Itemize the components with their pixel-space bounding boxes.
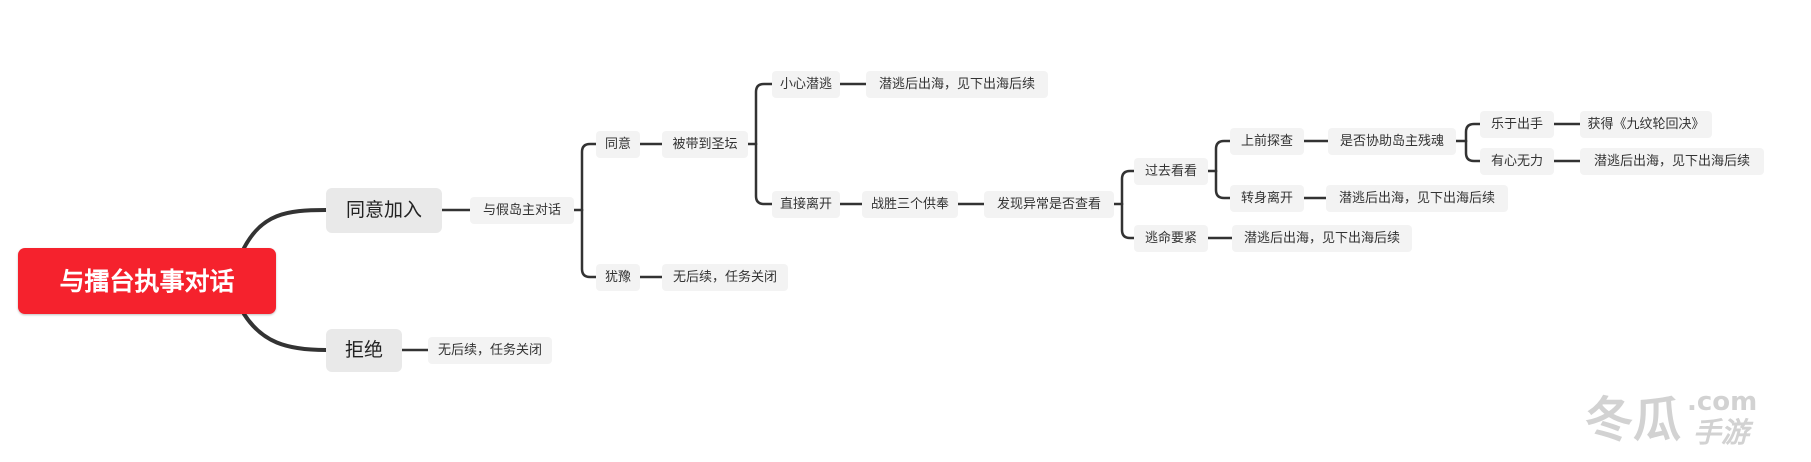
node-turn-leave-result[interactable]: 潜逃后出海，见下出海后续 (1326, 185, 1508, 212)
connector-line (754, 82, 774, 146)
connector-line (1120, 202, 1136, 240)
node-defeat-three[interactable]: 战胜三个供奉 (862, 191, 958, 218)
node-refuse-result[interactable]: 无后续，任务关闭 (428, 337, 552, 364)
watermark-brand: 冬瓜 (1585, 392, 1681, 448)
connector-line (1214, 169, 1232, 200)
node-flee-result[interactable]: 潜逃后出海，见下出海后续 (1232, 225, 1412, 252)
node-go-look[interactable]: 过去看看 (1134, 158, 1208, 185)
watermark-domain: .com (1687, 387, 1757, 417)
connector-line (1464, 122, 1482, 143)
node-willing-help-result[interactable]: 获得《九纹轮回决》 (1580, 111, 1712, 138)
node-agree[interactable]: 同意 (596, 131, 640, 158)
watermark: 冬瓜 .com 手游 (1575, 384, 1775, 454)
node-flee[interactable]: 逃命要紧 (1134, 225, 1208, 252)
node-hesitate[interactable]: 犹豫 (596, 264, 640, 291)
node-unable-help[interactable]: 有心无力 (1480, 148, 1554, 175)
connector-line (580, 142, 598, 212)
connector-line (242, 208, 328, 250)
node-refuse[interactable]: 拒绝 (326, 329, 402, 372)
node-sneak-escape[interactable]: 小心潜逃 (772, 71, 840, 98)
node-taken-to-altar[interactable]: 被带到圣坛 (662, 131, 748, 158)
watermark-logo-icon: 冬瓜 .com 手游 (1585, 387, 1757, 449)
node-agree-join[interactable]: 同意加入 (326, 188, 442, 233)
node-hesitate-result[interactable]: 无后续，任务关闭 (662, 264, 788, 291)
node-leave-directly[interactable]: 直接离开 (772, 191, 840, 218)
watermark-suffix: 手游 (1693, 416, 1754, 449)
node-turn-leave[interactable]: 转身离开 (1230, 185, 1304, 212)
root-node[interactable]: 与擂台执事对话 (18, 248, 276, 314)
node-sneak-escape-result[interactable]: 潜逃后出海，见下出海后续 (866, 71, 1048, 98)
connector-line (1120, 169, 1136, 206)
connector-line (1464, 139, 1482, 163)
connector-line (242, 312, 328, 352)
node-willing-help[interactable]: 乐于出手 (1480, 111, 1554, 138)
connector-line (1214, 139, 1232, 173)
node-talk-fake-lord[interactable]: 与假岛主对话 (470, 197, 574, 224)
node-help-soul[interactable]: 是否协助岛主残魂 (1328, 128, 1456, 155)
node-step-forward[interactable]: 上前探查 (1230, 128, 1304, 155)
node-found-anomaly[interactable]: 发现异常是否查看 (984, 191, 1114, 218)
connector-line (580, 208, 598, 279)
connector-line (754, 142, 774, 206)
node-unable-help-result[interactable]: 潜逃后出海，见下出海后续 (1580, 148, 1764, 175)
